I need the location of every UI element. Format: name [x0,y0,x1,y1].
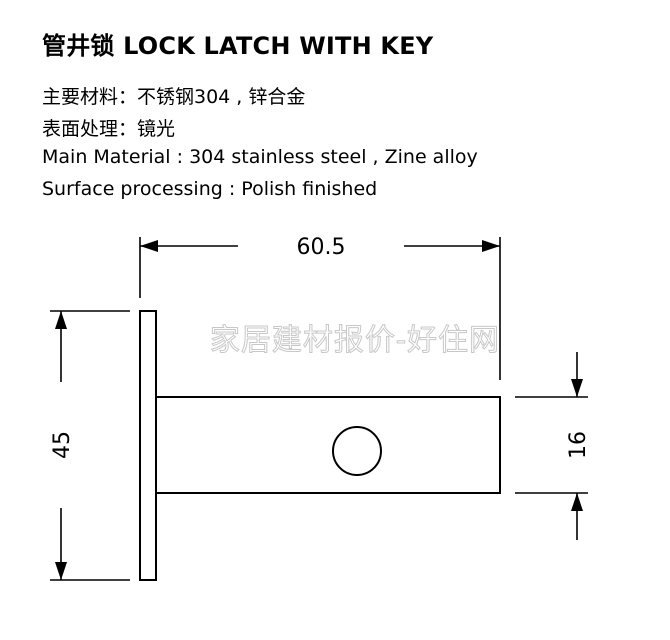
bolt-arrow-bottom [571,493,583,511]
material-en: Main Material : 304 stainless steel , Zi… [42,146,478,168]
product-title: 管井锁 LOCK LATCH WITH KEY [42,32,434,60]
length-label: 60.5 [297,235,346,260]
bolt-height-label: 16 [566,431,591,459]
height-arrow-top [55,311,67,329]
length-arrow-left [140,240,158,252]
material-cn: 主要材料：不锈钢304 , 锌合金 [42,86,306,108]
watermark-text: 家居建材报价-好住网 [210,323,500,358]
bolt-arrow-top [571,379,583,397]
surface-en: Surface processing : Polish finished [42,178,378,200]
length-arrow-right [482,240,500,252]
keyhole-circle [332,426,382,476]
height-label: 45 [50,431,75,459]
height-arrow-bottom [55,562,67,580]
mounting-plate [139,310,157,581]
latch-bolt [155,396,501,494]
surface-cn: 表面处理：镜光 [42,118,176,140]
